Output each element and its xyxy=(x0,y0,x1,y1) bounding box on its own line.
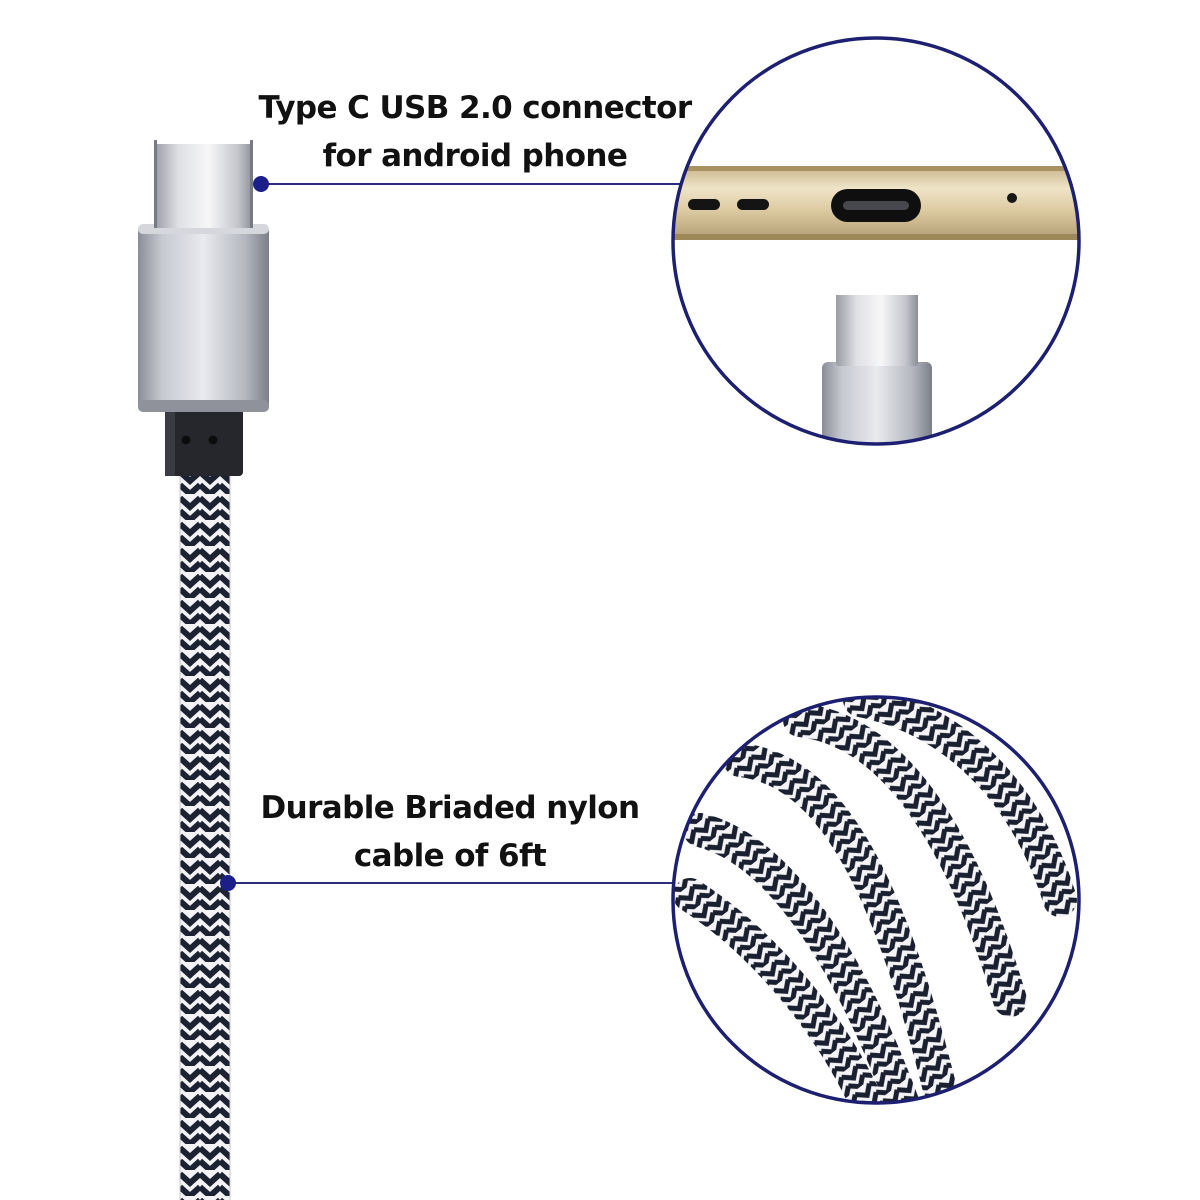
braid-strand xyxy=(723,743,962,1103)
usb-c-plug-zoom xyxy=(822,292,932,444)
microphone-hole xyxy=(1007,193,1017,203)
connector-caption-line-2: for android phone xyxy=(322,138,628,174)
connector-caption: Type C USB 2.0 connector for android pho… xyxy=(255,84,695,180)
dot-marker-icon xyxy=(220,875,236,891)
cable-caption-line-2: cable of 6ft xyxy=(353,838,547,874)
usb-c-plug-tip xyxy=(154,140,253,228)
braid-strand xyxy=(683,813,922,1103)
braid-strand xyxy=(783,703,1027,1017)
speaker-grille xyxy=(688,199,769,210)
cable-caption-line-1: Durable Briaded nylon xyxy=(260,790,641,826)
callout-line-connector xyxy=(253,176,683,192)
dot-marker-icon xyxy=(253,176,269,192)
usb-c-port xyxy=(831,189,921,222)
usb-c-plug-housing xyxy=(138,224,269,412)
magnified-braid-circle xyxy=(671,695,1081,1105)
main-cable xyxy=(138,140,269,1200)
braid-strand xyxy=(843,697,1077,917)
connector-caption-line-1: Type C USB 2.0 connector xyxy=(258,90,692,126)
braided-cable xyxy=(180,474,230,1200)
strain-relief xyxy=(165,408,243,476)
cable-caption: Durable Briaded nylon cable of 6ft xyxy=(255,784,645,880)
magnified-port-circle xyxy=(671,36,1081,446)
callout-line-cable xyxy=(220,875,676,891)
braid-strand xyxy=(673,878,887,1103)
